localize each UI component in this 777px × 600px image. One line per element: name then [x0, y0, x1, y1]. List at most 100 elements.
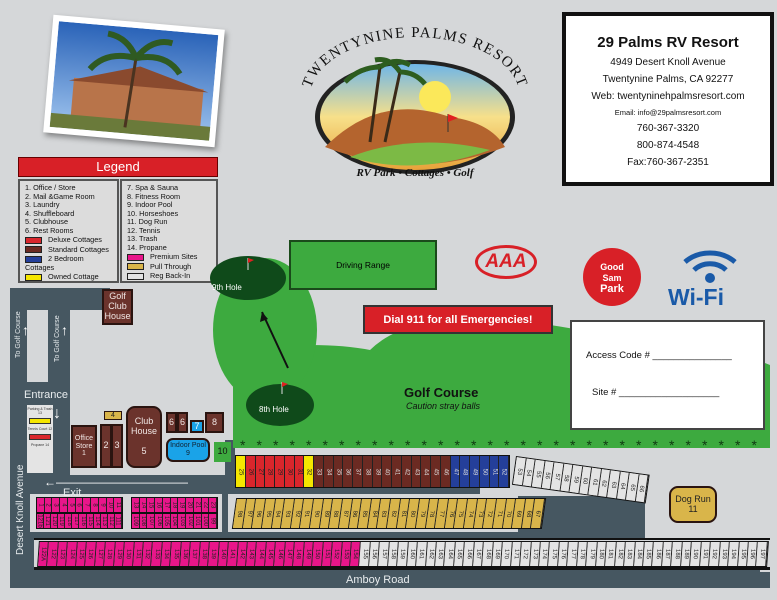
site-number: 162 — [427, 548, 435, 560]
site-number: 138 — [200, 548, 208, 560]
site-number: 147 — [285, 548, 293, 560]
site-number: 2 — [45, 503, 52, 507]
office-store: Office Store 1 — [71, 425, 97, 468]
site-number: 102 — [186, 515, 193, 527]
site-number: 164 — [446, 548, 454, 560]
site-number: 187 — [663, 548, 671, 560]
site-number: 85 — [360, 510, 368, 517]
site-number: 48 — [461, 468, 468, 475]
site-107: 107 — [147, 514, 156, 528]
tree-star-icon: * — [603, 437, 609, 453]
site-number: 49 — [471, 468, 478, 475]
site-99: 99 — [209, 514, 218, 528]
site-number: 173 — [531, 548, 539, 560]
site-105: 105 — [162, 514, 171, 528]
restroom-6a: 6 — [166, 412, 177, 433]
tree-star-icon: * — [570, 437, 576, 453]
tree-star-icon: * — [669, 437, 675, 453]
site-101: 101 — [193, 514, 202, 528]
site-number: 146 — [276, 548, 283, 560]
site-number: 127 — [96, 548, 104, 560]
site-number: 21 — [194, 501, 201, 509]
site-number: 68 — [524, 510, 532, 517]
site-number: 175 — [550, 548, 558, 560]
site-number: 182 — [616, 548, 624, 560]
site-number: 137 — [191, 548, 198, 560]
site-number: 87 — [341, 510, 349, 517]
site-number: 25 — [237, 468, 244, 475]
site-number: 40 — [383, 468, 390, 475]
email: Email: info@29palmsresort.com — [614, 108, 722, 117]
tennis-label: Tennis Court 12 — [27, 427, 53, 431]
site-number: 101 — [194, 515, 201, 527]
tree-star-icon: * — [273, 437, 279, 453]
site-115: 115 — [86, 514, 94, 528]
site-number: 113 — [100, 516, 107, 526]
site-number: 171 — [512, 548, 520, 560]
site-4: 4 — [60, 498, 68, 512]
site-16: 16 — [155, 498, 163, 512]
tree-star-icon: * — [587, 437, 593, 453]
good-sam-text: Sam — [602, 273, 622, 283]
site-number: 115 — [86, 516, 93, 526]
site-number: 193 — [720, 548, 728, 560]
site-number: 13 — [132, 501, 139, 509]
site-106: 106 — [155, 514, 163, 528]
site-number: 7 — [83, 503, 90, 507]
site-number: 184 — [635, 548, 643, 560]
site-52: 52 — [499, 456, 509, 487]
tree-star-icon: * — [488, 437, 494, 453]
arrow-left-icon: ←——————————— — [44, 475, 188, 489]
site-number: 80 — [409, 510, 417, 517]
site-38: 38 — [362, 456, 373, 487]
site-number: 51 — [490, 468, 497, 475]
site-104: 104 — [170, 514, 179, 528]
site-number: 81 — [399, 510, 407, 517]
site-number: 133 — [153, 548, 161, 560]
site-40: 40 — [382, 456, 392, 487]
site-48: 48 — [460, 456, 470, 487]
site-number-field: Site # ___________________ — [592, 387, 720, 398]
connector-road — [225, 440, 235, 497]
9th-hole-label: 9th Hole — [212, 283, 242, 292]
tree-star-icon: * — [752, 437, 758, 453]
site-number: 65 — [628, 483, 636, 491]
site-number: 117 — [72, 516, 79, 526]
swatch-label: Owned Cottage — [48, 272, 99, 281]
legend-item: 13. Trash — [127, 234, 158, 243]
site-number: 46 — [442, 468, 449, 475]
site-35: 35 — [333, 456, 344, 487]
legend-item: 7. Spa & Sauna — [127, 183, 179, 192]
site-number: 16 — [155, 501, 162, 509]
site-17: 17 — [162, 498, 171, 512]
site-number: 139 — [210, 548, 217, 560]
site-number: 192 — [711, 548, 718, 560]
tree-star-icon: * — [636, 437, 642, 453]
city: Twentynine Palms, CA 92277 — [602, 74, 734, 85]
site-number: 86 — [351, 510, 359, 517]
site-19: 19 — [178, 498, 187, 512]
site-number: 52 — [500, 468, 507, 475]
color-swatch — [127, 272, 144, 280]
site-number: 109 — [132, 515, 139, 527]
site-number: 45 — [432, 468, 439, 475]
legend-item: 11. Dog Run — [127, 217, 168, 226]
site-number: 26 — [247, 468, 254, 475]
site-number: 197 — [758, 548, 766, 560]
site-30: 30 — [284, 456, 295, 487]
site-number: 84 — [370, 510, 378, 517]
site-number: 98 — [235, 510, 243, 517]
site-number: 54 — [525, 468, 533, 477]
tree-star-icon: * — [240, 437, 246, 453]
legend-title: Legend — [18, 157, 218, 177]
site-number: 57 — [553, 472, 561, 481]
site-number: 105 — [163, 515, 170, 527]
site-number: 121b — [37, 514, 44, 528]
site-2: 2 — [44, 498, 53, 512]
site-number: 30 — [286, 468, 293, 475]
site-number: 107 — [147, 515, 154, 527]
site-number: 176 — [559, 548, 567, 560]
site-number: 39 — [373, 468, 380, 475]
